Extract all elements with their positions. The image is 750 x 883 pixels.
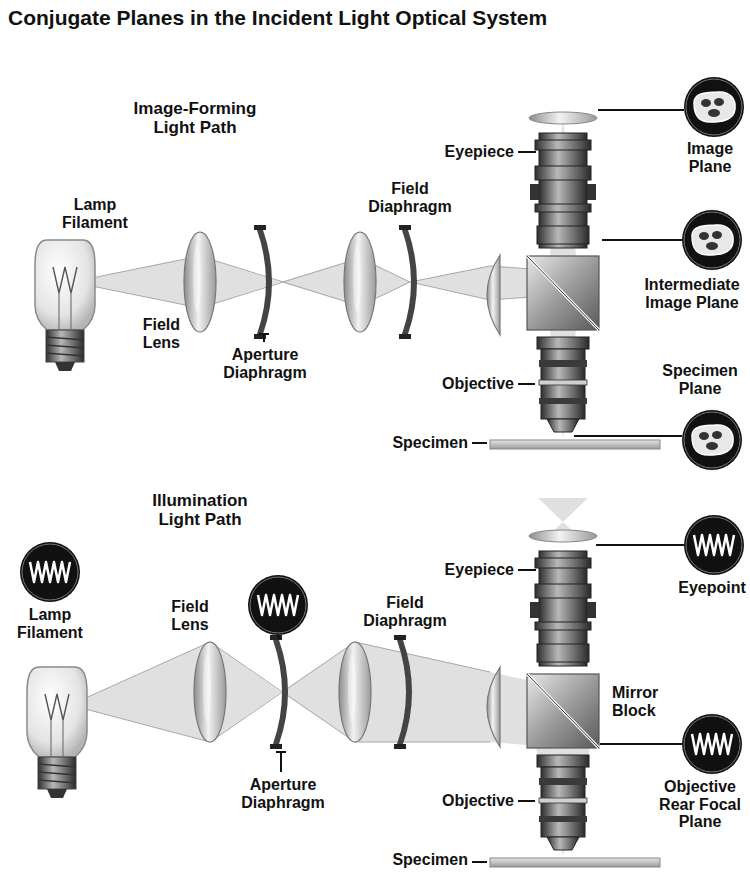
part-label: Eyepiece [445,561,514,579]
part-label: Intermediate Image Plane [640,276,744,311]
part-label: Lamp Filament [55,196,135,231]
part-label: Aperture Diaphragm [215,346,315,381]
part-label: Field Diaphragm [363,180,458,215]
part-label: Objective [442,792,514,810]
part-label: Specimen [392,434,468,452]
part-label: Objective Rear Focal Plane [654,778,746,831]
part-label: Specimen [392,851,468,869]
part-label: Aperture Diaphragm [233,776,333,811]
part-label: Field Lens [125,316,180,351]
part-label: Field Diaphragm [358,594,453,629]
diagram-title: Conjugate Planes in the Incident Light O… [8,6,547,29]
part-label: Mirror Block [612,684,682,719]
part-label: Lamp Filament [10,606,90,641]
part-label: Image Plane [675,140,745,175]
part-label: Illumination Light Path [135,492,265,529]
part-label: Field Lens [163,598,218,633]
part-label: Objective [442,375,514,393]
part-label: Eyepoint [678,579,746,597]
part-label: Eyepiece [445,143,514,161]
part-label: Image-Forming Light Path [130,100,260,137]
part-label: Specimen Plane [655,362,745,397]
